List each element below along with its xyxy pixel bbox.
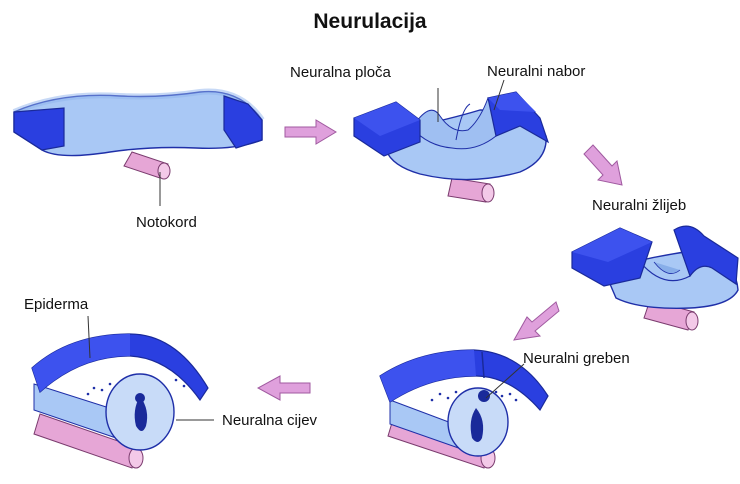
label-notochord: Notokord bbox=[136, 214, 197, 231]
arrow-1 bbox=[285, 120, 336, 144]
arrow-2 bbox=[584, 145, 622, 185]
label-neural-groove: Neuralni žlijeb bbox=[592, 197, 686, 214]
notochord-rod-1 bbox=[124, 152, 170, 179]
epidermis-block-left-1 bbox=[14, 108, 64, 150]
stage-neural-plate bbox=[14, 92, 262, 206]
stage-neural-folds bbox=[354, 80, 548, 202]
arrow-3 bbox=[514, 302, 559, 340]
stage-neural-tube bbox=[32, 316, 214, 468]
label-neural-fold: Neuralni nabor bbox=[487, 63, 585, 80]
stage-neural-crest bbox=[380, 350, 548, 468]
arrow-4 bbox=[258, 376, 310, 400]
notochord-rod-2 bbox=[448, 178, 494, 202]
label-neural-crest: Neuralni greben bbox=[523, 350, 630, 367]
label-neural-tube: Neuralna cijev bbox=[222, 412, 317, 429]
stage-neural-groove bbox=[572, 226, 738, 330]
label-epidermis: Epiderma bbox=[24, 296, 88, 313]
label-neural-plate: Neuralna ploča bbox=[290, 64, 391, 81]
